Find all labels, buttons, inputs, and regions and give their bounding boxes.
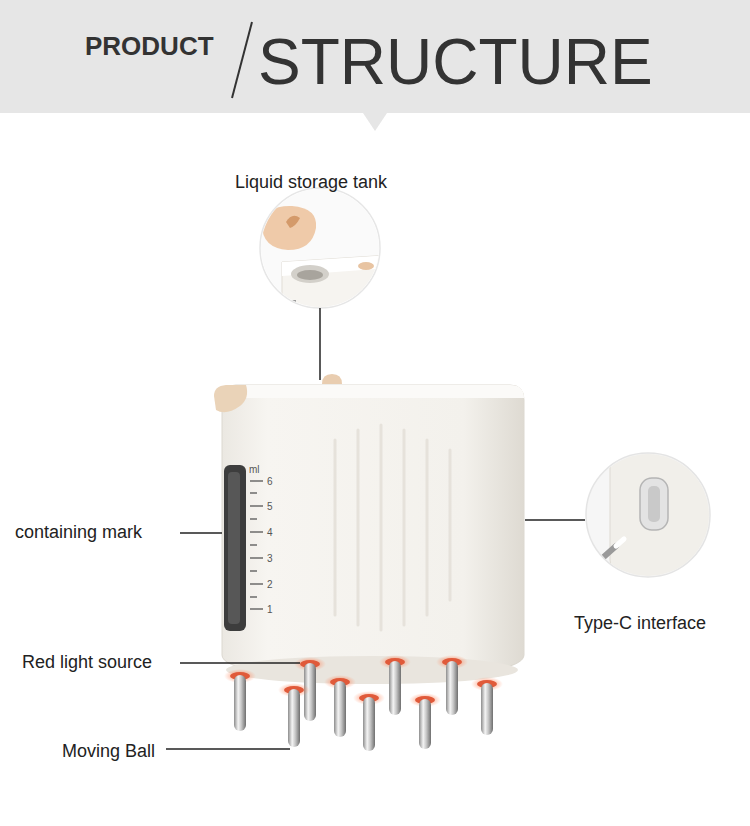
part-label: containing mark <box>15 523 142 543</box>
typec-inset <box>586 450 720 580</box>
leader-line <box>319 308 321 380</box>
massage-pins <box>224 655 503 751</box>
leader-line <box>180 662 300 664</box>
title-prefix: PRODUCT <box>85 32 214 61</box>
header-pointer <box>363 113 387 131</box>
title-slash <box>232 22 252 98</box>
scale-number: 2 <box>267 579 273 590</box>
header-band <box>0 0 750 113</box>
device-body <box>214 374 524 684</box>
tank-inset <box>255 185 390 320</box>
scale-number: 5 <box>267 501 273 512</box>
leader-line <box>525 519 585 521</box>
part-label: Liquid storage tank <box>235 173 387 193</box>
leader-line <box>180 532 222 534</box>
leader-line <box>166 748 290 750</box>
scale-number: 3 <box>267 553 273 564</box>
page-title: STRUCTURE <box>258 30 653 94</box>
part-label: Red light source <box>22 653 152 673</box>
scale-number: 6 <box>267 476 273 487</box>
part-label: Type-C interface <box>574 614 706 634</box>
scale-number: 1 <box>267 604 273 615</box>
scale-number: 4 <box>267 527 273 538</box>
scale-unit: ml <box>249 464 260 475</box>
part-label: Moving Ball <box>62 742 155 762</box>
